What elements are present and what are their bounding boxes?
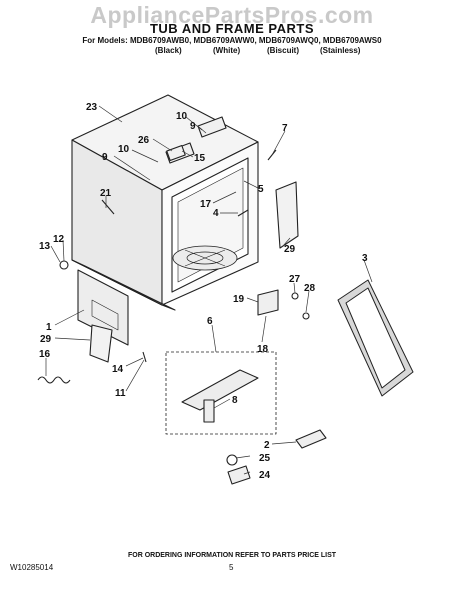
- callout-17: 17: [200, 199, 212, 210]
- tub-base: [71, 259, 176, 311]
- part-25: [226, 454, 238, 466]
- models-line: For Models: MDB6709AWB0, MDB6709AWW0, MD…: [82, 36, 382, 45]
- callout-9-lower: 9: [102, 152, 108, 163]
- page-number: 5: [229, 563, 234, 572]
- callout-28: 28: [304, 283, 316, 294]
- door-seal: [337, 279, 414, 397]
- bracket-26: [166, 145, 186, 161]
- callout-25: 25: [259, 453, 271, 464]
- left-frame-rail: [77, 269, 129, 346]
- callout-10-lower: 10: [118, 144, 130, 155]
- screw-14: [142, 351, 147, 363]
- callout-24: 24: [259, 470, 271, 481]
- callout-19: 19: [233, 294, 245, 305]
- callout-7: 7: [282, 123, 288, 134]
- callout-5: 5: [258, 184, 264, 195]
- color-label-biscuit: (Biscuit): [267, 46, 299, 55]
- color-label-white: (White): [213, 46, 241, 55]
- screw-4: [237, 209, 249, 217]
- hinge-bracket-left: [89, 324, 113, 363]
- callout-1: 1: [46, 322, 52, 333]
- screw-27: [291, 292, 299, 300]
- callout-21: 21: [100, 188, 112, 199]
- callout-14: 14: [112, 364, 124, 375]
- document-number: W10285014: [10, 563, 54, 572]
- callout-13: 13: [39, 241, 51, 252]
- callout-15: 15: [194, 153, 206, 164]
- part-8: [203, 399, 215, 423]
- callout-10-upper: 10: [176, 111, 188, 122]
- screw-28: [302, 312, 310, 320]
- color-label-stainless: (Stainless): [320, 46, 361, 55]
- callout-26: 26: [138, 135, 150, 146]
- part-2: [295, 429, 327, 449]
- callout-11: 11: [115, 388, 126, 399]
- callout-9-upper: 9: [190, 121, 196, 132]
- page-title: TUB AND FRAME PARTS: [149, 21, 315, 36]
- callout-29-right: 29: [284, 244, 296, 255]
- color-label-black: (Black): [155, 46, 182, 55]
- callout-4: 4: [213, 208, 219, 219]
- watermark: AppliancePartsPros.com: [90, 2, 374, 28]
- ordering-note: FOR ORDERING INFORMATION REFER TO PARTS …: [127, 552, 337, 559]
- callout-6: 6: [207, 316, 213, 327]
- callout-27: 27: [289, 274, 301, 285]
- callout-29-left: 29: [40, 334, 52, 345]
- callout-18: 18: [257, 344, 269, 355]
- part-24: [227, 465, 251, 485]
- callout-12: 12: [53, 234, 65, 245]
- part-6-arm: [181, 369, 259, 411]
- callout-23: 23: [86, 102, 98, 113]
- clip-19: [257, 289, 279, 316]
- callout-16: 16: [39, 349, 51, 360]
- inset-box-6: [165, 351, 277, 435]
- hinge-bracket-right: [275, 181, 299, 249]
- nut-12: [59, 260, 69, 270]
- callout-3: 3: [362, 253, 368, 264]
- spring-16: [37, 376, 71, 384]
- screw-21: [101, 199, 115, 215]
- callout-2: 2: [264, 440, 270, 451]
- callout-8: 8: [232, 395, 238, 406]
